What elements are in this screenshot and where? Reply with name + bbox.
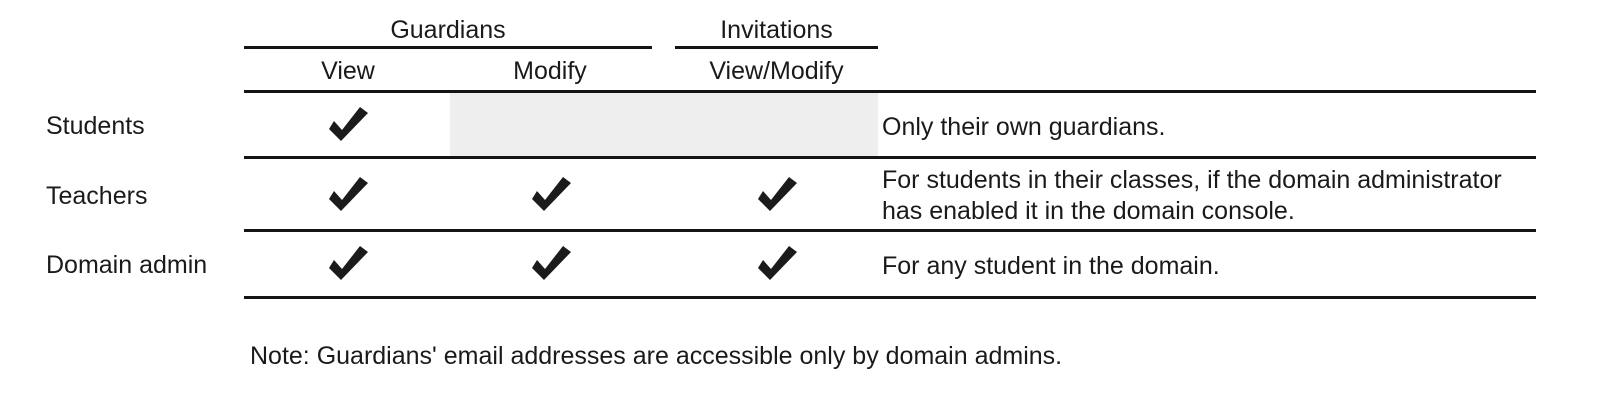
check-icon [308,164,388,224]
check-icon [511,164,591,224]
check-icon [737,233,817,293]
check-icon [511,233,591,293]
check-icon [308,94,388,154]
table-bottom-rule [244,296,1536,299]
col-header-view: View [321,57,375,85]
header-separator-rule [244,90,1536,93]
row-separator-rule [244,156,1536,159]
col-header-view-modify: View/Modify [709,57,844,85]
note-teachers: For students in their classes, if the do… [882,166,1502,225]
column-group-invitations: Invitations [720,16,833,44]
students-disabled-cell [450,93,878,156]
note-students: Only their own guardians. [882,113,1166,141]
footnote: Note: Guardians' email addresses are acc… [250,342,1063,370]
row-label-domain-admin: Domain admin [46,251,208,279]
note-domain-admin: For any student in the domain. [882,252,1220,280]
row-separator-rule [244,229,1536,232]
check-icon [308,233,388,293]
check-icon [737,164,817,224]
invitations-group-rule [675,46,878,49]
row-label-students: Students [46,112,145,140]
column-group-guardians: Guardians [390,16,506,44]
row-label-teachers: Teachers [46,182,148,210]
guardians-group-rule [244,46,652,49]
col-header-modify: Modify [513,57,587,85]
